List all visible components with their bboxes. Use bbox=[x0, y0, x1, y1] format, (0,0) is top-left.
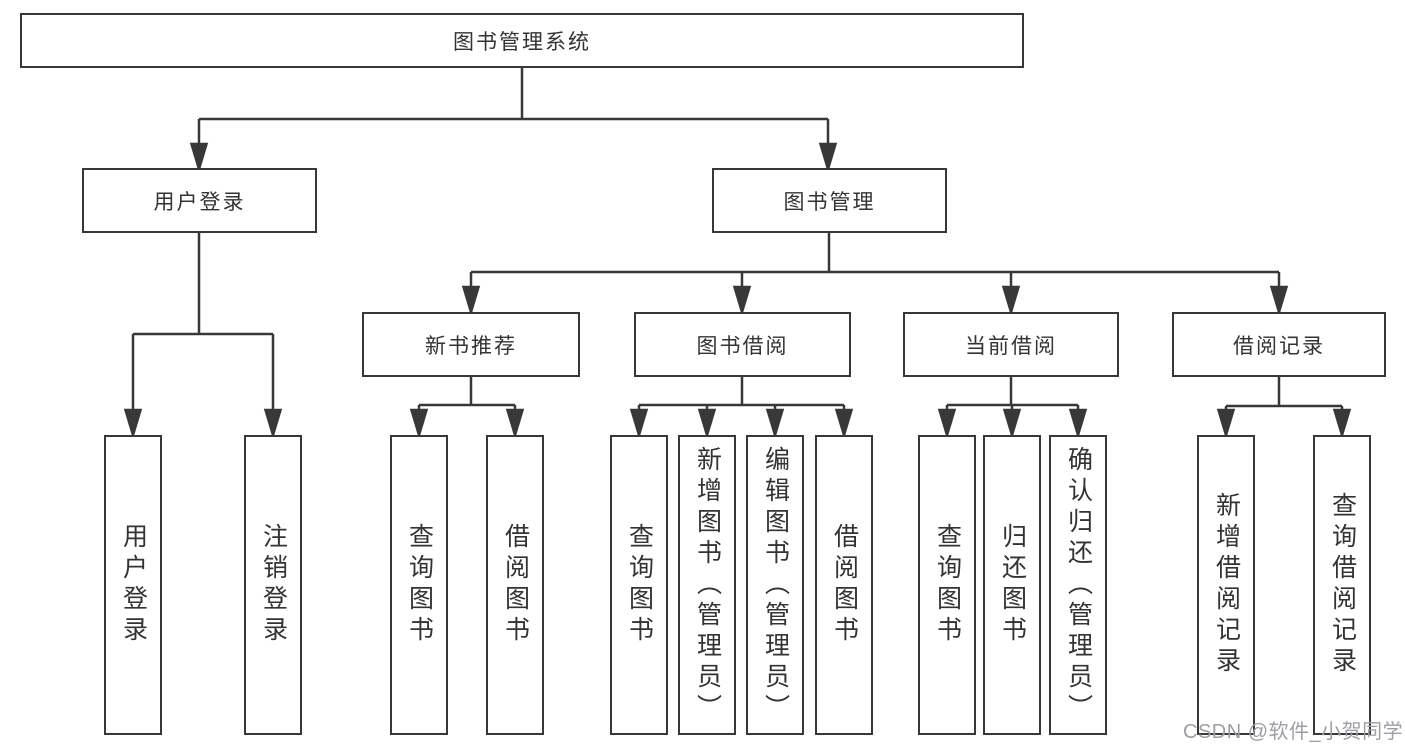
arrowhead bbox=[1269, 285, 1289, 317]
arrowhead bbox=[123, 408, 143, 440]
node-label: 查询图书 bbox=[405, 523, 434, 647]
leaf-edit-books-admin: 编辑图书（管理员） bbox=[746, 435, 804, 735]
arrowhead bbox=[1216, 408, 1236, 440]
leaf-borrow-books-1: 借阅图书 bbox=[486, 435, 544, 735]
node-label: 当前借阅 bbox=[965, 334, 1057, 358]
node-book-management: 图书管理 bbox=[712, 168, 947, 233]
leaf-logout: 注销登录 bbox=[244, 435, 302, 735]
node-label: 借阅图书 bbox=[501, 523, 530, 647]
leaf-borrow-books-2: 借阅图书 bbox=[815, 435, 873, 735]
leaf-query-books-1: 查询图书 bbox=[390, 435, 448, 735]
node-label: 新增借阅记录 bbox=[1212, 492, 1241, 678]
arrowhead bbox=[461, 285, 481, 317]
connector-user-login-children bbox=[123, 233, 283, 440]
connector-book-mgmt-to-level3 bbox=[461, 233, 1289, 317]
node-label: 用户登录 bbox=[119, 523, 148, 647]
node-label: 图书借阅 bbox=[696, 334, 789, 358]
node-label: 图书管理系统 bbox=[453, 30, 591, 54]
arrowhead bbox=[629, 408, 649, 440]
node-label: 新增图书（管理员） bbox=[693, 445, 722, 725]
leaf-query-borrow-record: 查询借阅记录 bbox=[1313, 435, 1371, 735]
arrowhead bbox=[697, 408, 717, 440]
node-label: 借阅记录 bbox=[1233, 334, 1325, 358]
node-label: 注销登录 bbox=[259, 523, 288, 647]
arrowhead bbox=[189, 142, 209, 174]
node-user-login: 用户登录 bbox=[82, 168, 317, 233]
node-label: 确认归还（管理员） bbox=[1064, 445, 1093, 725]
node-current-borrowing: 当前借阅 bbox=[903, 312, 1119, 377]
arrowhead bbox=[409, 408, 429, 440]
arrowhead bbox=[732, 285, 752, 317]
arrowhead bbox=[937, 408, 957, 440]
arrowhead bbox=[834, 408, 854, 440]
arrowhead bbox=[1002, 408, 1022, 440]
leaf-query-books-3: 查询图书 bbox=[918, 435, 976, 735]
connector-book-borrow-children bbox=[629, 377, 854, 440]
arrowhead bbox=[1068, 408, 1088, 440]
leaf-add-books-admin: 新增图书（管理员） bbox=[678, 435, 736, 735]
arrowhead bbox=[1332, 408, 1352, 440]
arrowhead bbox=[263, 408, 283, 440]
csdn-watermark: CSDN @软件_小贺同学 bbox=[1183, 721, 1404, 743]
node-new-book-recommend: 新书推荐 bbox=[362, 312, 580, 377]
node-label: 查询借阅记录 bbox=[1328, 492, 1357, 678]
connector-new-books-children bbox=[409, 377, 525, 440]
leaf-user-login: 用户登录 bbox=[104, 435, 162, 735]
leaf-return-books: 归还图书 bbox=[983, 435, 1041, 735]
connector-root-to-level2 bbox=[189, 68, 838, 174]
arrowhead bbox=[1001, 285, 1021, 317]
node-label: 查询图书 bbox=[625, 523, 654, 647]
node-root-library-system: 图书管理系统 bbox=[20, 13, 1024, 68]
leaf-query-books-2: 查询图书 bbox=[610, 435, 668, 735]
arrowhead bbox=[765, 408, 785, 440]
node-label: 图书管理 bbox=[783, 190, 876, 214]
node-label: 新书推荐 bbox=[425, 334, 517, 358]
node-label: 归还图书 bbox=[998, 523, 1027, 647]
node-label: 查询图书 bbox=[933, 523, 962, 647]
connector-borrow-records-children bbox=[1216, 377, 1352, 440]
node-book-borrowing: 图书借阅 bbox=[634, 312, 851, 377]
arrowhead bbox=[818, 142, 838, 174]
node-label: 编辑图书（管理员） bbox=[761, 445, 790, 725]
connector-current-borrow-children bbox=[937, 377, 1088, 440]
node-label: 用户登录 bbox=[153, 190, 246, 214]
leaf-add-borrow-record: 新增借阅记录 bbox=[1197, 435, 1255, 735]
node-label: 借阅图书 bbox=[830, 523, 859, 647]
leaf-confirm-return-admin: 确认归还（管理员） bbox=[1049, 435, 1107, 735]
node-borrow-records: 借阅记录 bbox=[1172, 312, 1386, 377]
arrowhead bbox=[505, 408, 525, 440]
